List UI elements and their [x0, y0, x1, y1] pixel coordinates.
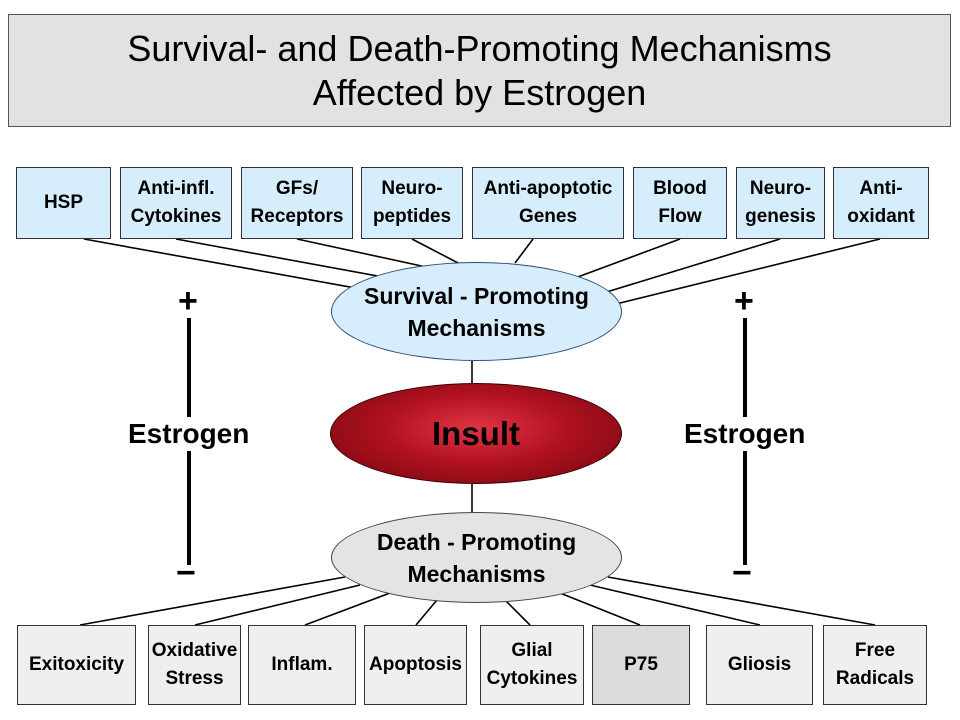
connector-oxidative — [194, 584, 361, 626]
title-box: Survival- and Death-Promoting Mechanisms… — [8, 14, 951, 127]
connector-gliosis — [589, 584, 761, 626]
insult-label: Insult — [432, 414, 520, 452]
factor-neurogenesis: Neuro- genesis — [736, 167, 825, 239]
factor-antioxidant: Anti- oxidant — [833, 167, 929, 239]
minus-sign-left: − — [176, 554, 196, 592]
survival-label-1: Survival - Promoting — [364, 282, 589, 309]
connector-gfs — [296, 238, 441, 271]
factor-blood-flow: Blood Flow — [633, 167, 727, 239]
connector-apoptosis — [415, 599, 438, 626]
insult-ellipse: Insult — [330, 383, 622, 484]
death-promoting-ellipse: Death - Promoting Mechanisms — [331, 512, 622, 603]
plus-sign-left: + — [178, 282, 198, 320]
factor-p75: P75 — [592, 625, 690, 705]
factor-free-radicals: Free Radicals — [823, 625, 927, 705]
connector-antioxidant — [611, 238, 881, 306]
factor-anti-infl-cytokines: Anti-infl. Cytokines — [120, 167, 232, 239]
connector-anti-infl — [175, 238, 411, 283]
factor-oxidative-stress: Oxidative Stress — [148, 625, 241, 705]
factor-anti-apoptotic-genes: Anti-apoptotic Genes — [472, 167, 624, 239]
connector-glial — [504, 599, 531, 626]
factor-exitoxicity: Exitoxicity — [17, 625, 136, 705]
title-line-2: Affected by Estrogen — [312, 71, 647, 113]
factor-hsp: HSP — [16, 167, 111, 239]
factor-gliosis: Gliosis — [706, 625, 813, 705]
estrogen-label-right: Estrogen — [680, 417, 810, 451]
minus-sign-right: − — [732, 554, 752, 592]
factor-apoptosis: Apoptosis — [364, 625, 467, 705]
connector-exitoxicity — [79, 576, 346, 626]
survival-promoting-ellipse: Survival - Promoting Mechanisms — [331, 262, 622, 361]
death-label-1: Death - Promoting — [376, 528, 577, 555]
connector-blood-flow — [574, 238, 681, 279]
death-label-2: Mechanisms — [407, 560, 546, 587]
connector-inflam — [304, 592, 391, 626]
survival-label-2: Mechanisms — [407, 314, 546, 341]
title-line-1: Survival- and Death-Promoting Mechanisms — [127, 27, 832, 69]
connector-hsp — [83, 238, 401, 297]
factor-neuropeptides: Neuro- peptides — [361, 167, 463, 239]
factor-inflam: Inflam. — [248, 625, 356, 705]
factor-gfs-receptors: GFs/ Receptors — [241, 167, 353, 239]
plus-sign-right: + — [734, 282, 754, 320]
connector-p75 — [559, 592, 641, 626]
connector-neuropeptides — [411, 238, 461, 265]
estrogen-label-left: Estrogen — [124, 417, 254, 451]
connector-free-radicals — [607, 576, 876, 626]
connector-anti-apoptotic — [514, 238, 534, 264]
connector-neurogenesis — [599, 238, 781, 295]
factor-glial-cytokines: Glial Cytokines — [480, 625, 584, 705]
